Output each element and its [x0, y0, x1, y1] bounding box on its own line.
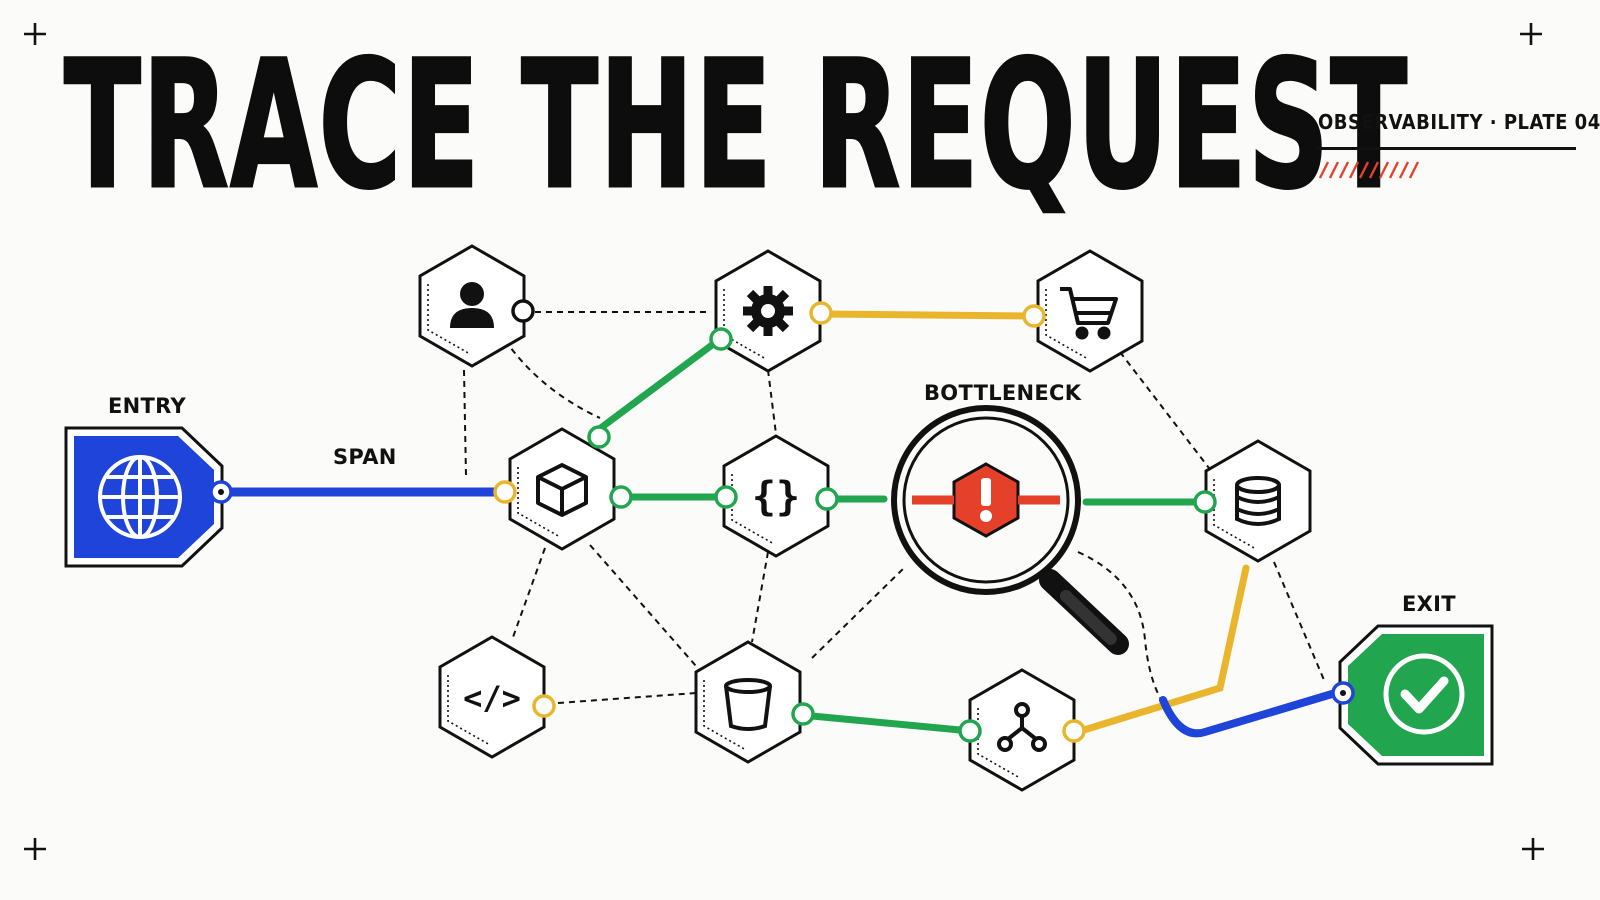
plate-label: OBSERVABILITY · PLATE 04	[1318, 110, 1600, 134]
database-icon	[1235, 476, 1281, 526]
magnifier-icon	[891, 405, 1129, 655]
span-green-5	[808, 712, 964, 734]
span-yellow-2	[1080, 564, 1250, 734]
globe-icon	[98, 455, 182, 539]
alert-icon	[952, 462, 1020, 538]
checkmark-icon	[1383, 653, 1465, 735]
user-icon	[450, 282, 494, 328]
entry-label: ENTRY	[108, 394, 186, 418]
node-network[interactable]	[968, 668, 1076, 792]
span-blue-exit	[1159, 690, 1336, 738]
node-user[interactable]	[418, 244, 526, 368]
node-database[interactable]	[1204, 439, 1312, 563]
hatch-marks	[1318, 161, 1420, 179]
bucket-icon	[724, 678, 772, 731]
network-icon	[997, 702, 1047, 752]
cart-icon	[1060, 287, 1118, 340]
span-yellow-1	[820, 310, 1036, 320]
cube-icon	[536, 463, 588, 517]
node-storage[interactable]	[694, 640, 802, 764]
exit-node[interactable]	[1338, 624, 1494, 766]
dashed-links	[463, 311, 1325, 713]
trace-segments	[217, 310, 1336, 738]
entry-node[interactable]	[64, 426, 224, 568]
plate-rule	[1318, 147, 1576, 150]
bottleneck-node[interactable]	[891, 405, 1129, 655]
span-green-1	[594, 338, 720, 434]
page-title: TRACE THE REQUEST	[63, 23, 1409, 228]
bottleneck-label: BOTTLENECK	[924, 381, 1082, 405]
corner-marks	[24, 23, 1544, 860]
code-icon: </>	[463, 679, 521, 717]
node-settings[interactable]	[714, 249, 822, 373]
span-label: SPAN	[333, 445, 397, 469]
node-cart[interactable]	[1036, 249, 1144, 373]
node-code[interactable]: </>	[438, 635, 546, 759]
node-package[interactable]	[508, 427, 616, 551]
curly-braces-icon: {}	[752, 474, 800, 520]
exit-label: EXIT	[1402, 592, 1456, 616]
ports	[209, 299, 1355, 743]
gear-icon	[743, 286, 793, 336]
node-api[interactable]: {}	[722, 434, 830, 558]
